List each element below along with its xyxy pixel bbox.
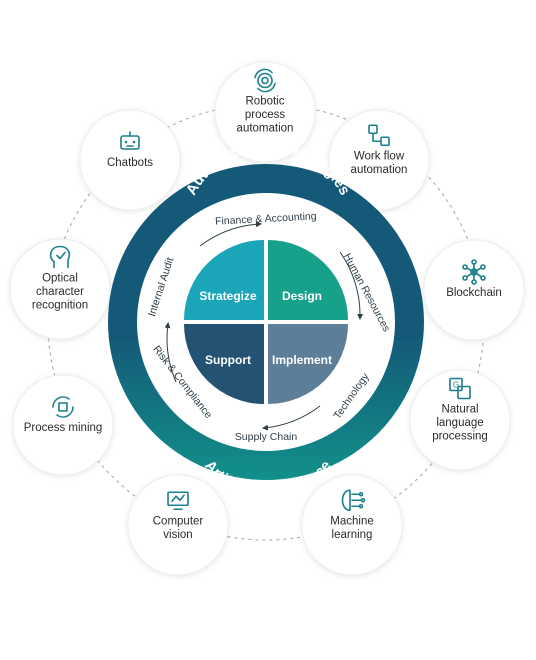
technology-node-bubble [409,369,511,471]
workflow-icon [368,124,390,147]
technology-node-label-line: Computer [153,515,204,527]
technology-node-bubble [127,474,229,576]
technology-node-label: Process mining [24,422,103,434]
technology-node-label-line: Machine [330,515,373,527]
technology-node-label-line: language [436,417,483,429]
svg-text:G: G [453,381,459,390]
technology-node-label-line: learning [332,529,373,541]
technology-node-label-line: Blockchain [446,287,502,299]
technology-node-bubble [301,474,403,576]
technology-node-label-line: Chatbots [107,157,153,169]
technology-node-label-line: automation [237,123,294,135]
technology-node: Machine learning [301,474,403,576]
quadrant-design [268,240,348,320]
arrow-arc-left [164,322,177,383]
technology-node-bubble [328,109,430,211]
technology-node-label-line: Natural [441,404,478,416]
network-icon [462,259,486,285]
quadrant-implement [268,324,348,404]
language-icon: G [449,377,471,400]
technology-node-label-line: process [245,109,286,121]
monitor-icon [167,491,189,511]
technology-node-label: Blockchain [446,287,502,299]
technology-node-label-line: Work flow [354,150,405,162]
technology-node-bubble [9,238,111,340]
technology-node-label-line: recognition [32,300,88,312]
technology-node: Chatbots [79,109,181,211]
quadrant-support [184,324,264,404]
robot-icon [120,131,140,150]
inner-white-disc [146,202,386,442]
main-wheel: Automation Technologies Artificial intel… [108,137,424,501]
head-check-icon [49,245,71,269]
quadrant-strategize-label: Strategize [199,289,257,303]
quadrant-strategize [184,240,264,320]
technology-node-label: Computer vision [153,515,204,541]
cycle-box-icon [52,396,74,418]
technology-node-bubble [423,239,525,341]
arrow-arc-bottom [262,405,321,431]
technology-node-label-line: automation [351,164,408,176]
technology-node-bubble [79,109,181,211]
arrow-arc-right [339,251,364,320]
technology-node: Blockchain [423,239,525,341]
technology-node-label: Work flow automation [351,150,408,176]
quadrant-support-label: Support [205,353,251,367]
label-supply-chain: Supply Chain [235,431,298,443]
technology-node-label-line: Optical [42,273,78,285]
label-finance-accounting: Finance & Accounting [215,210,317,227]
technology-node-label: Machine learning [330,515,373,541]
technology-node-label-line: character [36,286,84,298]
technology-node-bubble [12,374,114,476]
arrow-arc-top [199,221,262,247]
quadrant-implement-label: Implement [272,353,332,367]
technology-node: Work flow automation [328,109,430,211]
technology-node: Process mining [12,374,114,476]
technology-node-label-line: processing [432,431,488,443]
technology-node-label-line: vision [163,529,192,541]
technology-node-label-line: Robotic [246,96,285,108]
quadrant-design-label: Design [282,289,322,303]
technology-node-bubble [214,61,316,163]
brain-circuit-icon [341,489,366,512]
technology-node-label-line: Process mining [24,422,103,434]
technology-node: Computer vision [127,474,229,576]
gear-cycle-icon [254,68,276,93]
technology-node-label: Chatbots [107,157,153,169]
